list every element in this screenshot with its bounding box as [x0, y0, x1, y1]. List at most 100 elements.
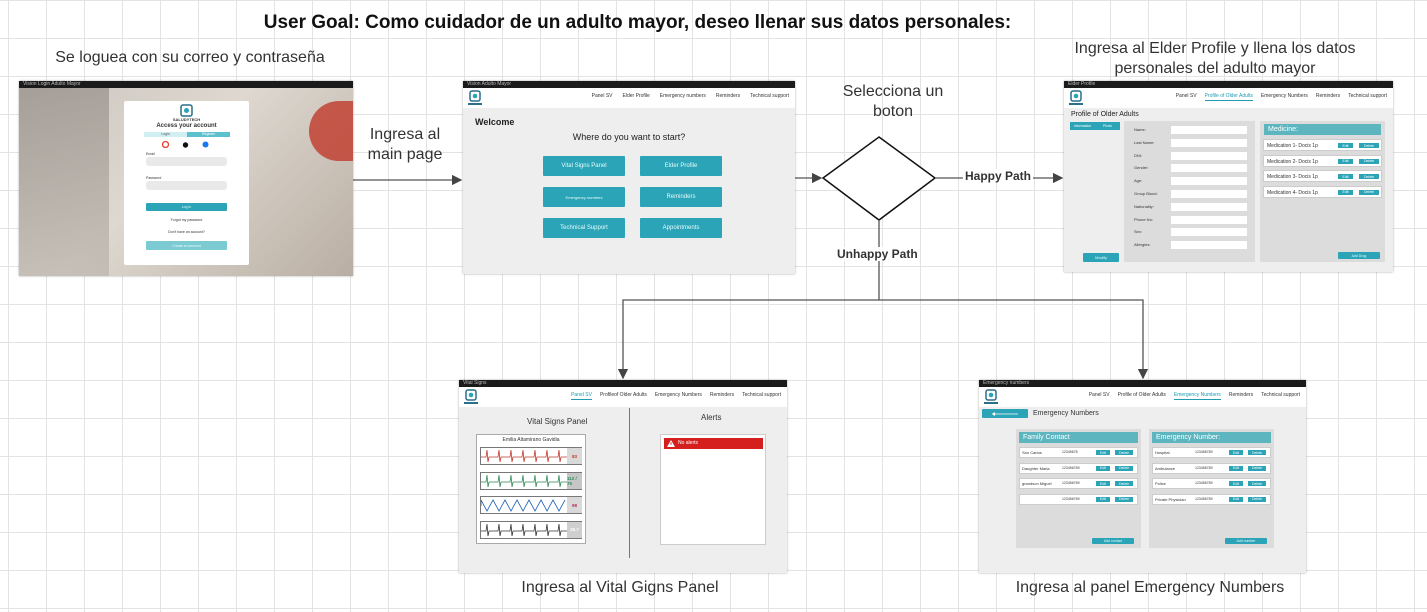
- nav-technical-support[interactable]: Technical support: [1261, 392, 1300, 398]
- elder-profile-button[interactable]: Elder Profile: [640, 156, 722, 176]
- delete-button[interactable]: Delete: [1359, 174, 1379, 179]
- email-label: Email: [146, 152, 155, 156]
- delete-button[interactable]: Delete: [1359, 143, 1379, 148]
- field-input[interactable]: [1171, 190, 1247, 198]
- contact-name: Hospital: [1155, 450, 1170, 455]
- delete-button[interactable]: Delete: [1115, 481, 1133, 486]
- nav-emergency-numbers[interactable]: Emergency Numbers: [1173, 392, 1221, 400]
- edit-button[interactable]: Edit: [1338, 143, 1353, 148]
- edit-button[interactable]: Edit: [1096, 465, 1110, 471]
- appointments-button[interactable]: Appointments: [640, 218, 722, 238]
- nav-technical-support[interactable]: Technical support: [1348, 93, 1387, 99]
- contact-row: Daughter Maria 123456789 Edit Delete: [1019, 462, 1138, 474]
- tab-login[interactable]: Login: [144, 132, 187, 137]
- edit-button[interactable]: Edit: [1096, 481, 1110, 486]
- nav-profile-older-adults[interactable]: Profileof Older Adults: [599, 392, 647, 398]
- delete-button[interactable]: Delete: [1248, 496, 1266, 502]
- edit-button[interactable]: Edit: [1338, 189, 1353, 195]
- forgot-password-link[interactable]: Forgot my password: [170, 218, 203, 222]
- field-input[interactable]: [1171, 126, 1247, 134]
- panel-divider: [629, 408, 630, 558]
- nav-elder-profile[interactable]: Elder Profile: [622, 93, 650, 99]
- contact-name: Private Physician: [1155, 496, 1186, 502]
- nav-panel-sv[interactable]: Panel SV: [1088, 392, 1110, 398]
- add-drug-button[interactable]: Add Drug: [1338, 252, 1380, 259]
- nav-panel-sv[interactable]: Panel SV: [591, 93, 613, 99]
- nav-reminders[interactable]: Reminders: [1228, 392, 1254, 398]
- facebook-icon[interactable]: [202, 141, 209, 148]
- edit-button[interactable]: Edit: [1338, 174, 1353, 179]
- nav-technical-support[interactable]: Technical support: [742, 392, 781, 398]
- nav-profile-older-adults[interactable]: Profile of Older Adults: [1117, 392, 1166, 398]
- nav-panel-sv[interactable]: Panel SV: [1175, 93, 1197, 99]
- google-icon[interactable]: [162, 141, 169, 148]
- vital-sign-row: 83: [480, 447, 582, 465]
- family-contact-header: Family Contact: [1019, 432, 1138, 443]
- create-account-button[interactable]: Create an account: [146, 241, 227, 250]
- delete-button[interactable]: Delete: [1115, 496, 1133, 502]
- reminders-button[interactable]: Reminders: [640, 187, 722, 207]
- caption-to-main: Ingresa al main page: [367, 126, 443, 163]
- technical-support-button[interactable]: Technical Support: [543, 218, 625, 238]
- delete-button[interactable]: Delete: [1248, 481, 1266, 486]
- modify-button[interactable]: Modify: [1083, 253, 1119, 262]
- add-number-button[interactable]: Add number: [1225, 538, 1267, 544]
- vital-waveform: [481, 523, 567, 536]
- back-button[interactable]: [982, 409, 1028, 418]
- edit-button[interactable]: Edit: [1229, 450, 1243, 455]
- delete-button[interactable]: Delete: [1115, 465, 1133, 471]
- tab-register[interactable]: Register: [187, 132, 230, 137]
- medication-name: Medication 2- Docis 1p: [1267, 158, 1318, 165]
- field-input[interactable]: [1171, 241, 1247, 250]
- delete-button[interactable]: Delete: [1115, 450, 1133, 455]
- field-input[interactable]: [1171, 151, 1247, 160]
- nav-emergency-numbers[interactable]: Emergency Numbers: [1260, 93, 1308, 99]
- nav-emergency-numbers[interactable]: Emergency numbers: [659, 93, 706, 99]
- vital-signs-panel-button[interactable]: Vital Signs Panel: [543, 156, 625, 176]
- emergency-number-header: Emergency Number:: [1152, 432, 1271, 443]
- contact-phone: 123456789: [1062, 465, 1080, 470]
- delete-button[interactable]: Delete: [1359, 158, 1379, 164]
- delete-button[interactable]: Delete: [1248, 465, 1266, 471]
- nav-reminders[interactable]: Reminders: [1315, 93, 1341, 99]
- field-input[interactable]: [1171, 228, 1247, 237]
- field-input[interactable]: [1171, 164, 1247, 173]
- nav-reminders[interactable]: Reminders: [715, 93, 741, 99]
- contact-name: Son Carlos: [1022, 450, 1042, 455]
- nav-profile-older-adults[interactable]: Profile of Older Adults: [1204, 93, 1253, 101]
- apple-icon[interactable]: [182, 141, 189, 148]
- contact-name: Daughter Maria: [1022, 465, 1050, 471]
- edit-button[interactable]: Edit: [1338, 158, 1353, 164]
- side-tab-photo[interactable]: Photo: [1102, 124, 1113, 128]
- arrow-unhappy-to-vital: [617, 299, 879, 380]
- emergency-numbers-button[interactable]: Emergency numbers: [543, 187, 625, 207]
- emergency-tab-title: Emergency numbers: [979, 380, 1306, 387]
- password-field[interactable]: [146, 181, 227, 190]
- field-input[interactable]: [1171, 202, 1247, 211]
- edit-button[interactable]: Edit: [1229, 496, 1243, 502]
- nav-panel-sv[interactable]: Panel SV: [571, 392, 592, 400]
- add-contact-button[interactable]: Add contact: [1092, 538, 1134, 544]
- nav-technical-support[interactable]: Technical support: [750, 93, 789, 99]
- side-tab-information[interactable]: Information: [1073, 124, 1092, 128]
- field-input[interactable]: [1171, 138, 1247, 147]
- label-unhappy-path: Unhappy Path: [835, 247, 920, 261]
- edit-button[interactable]: Edit: [1229, 481, 1243, 486]
- nav-emergency-numbers[interactable]: Emergency Numbers: [654, 392, 702, 398]
- field-input[interactable]: [1171, 177, 1247, 186]
- vital-sign-row: 112 / 75: [480, 471, 582, 490]
- delete-button[interactable]: Delete: [1248, 450, 1266, 455]
- email-field[interactable]: [146, 157, 227, 166]
- delete-button[interactable]: Delete: [1359, 189, 1379, 195]
- edit-button[interactable]: Edit: [1096, 450, 1110, 455]
- field-input[interactable]: [1171, 215, 1247, 224]
- edit-button[interactable]: Edit: [1096, 496, 1110, 502]
- nav-reminders[interactable]: Reminders: [709, 392, 735, 398]
- login-button[interactable]: Log in: [146, 203, 227, 211]
- edit-button[interactable]: Edit: [1229, 465, 1243, 471]
- emergency-heading: Emergency Numbers: [1033, 410, 1099, 417]
- vital-reading-value: 36.7: [567, 521, 582, 538]
- vital-sign-row: 98: [480, 496, 582, 514]
- profile-heading: Profile of Older Adults: [1071, 111, 1139, 118]
